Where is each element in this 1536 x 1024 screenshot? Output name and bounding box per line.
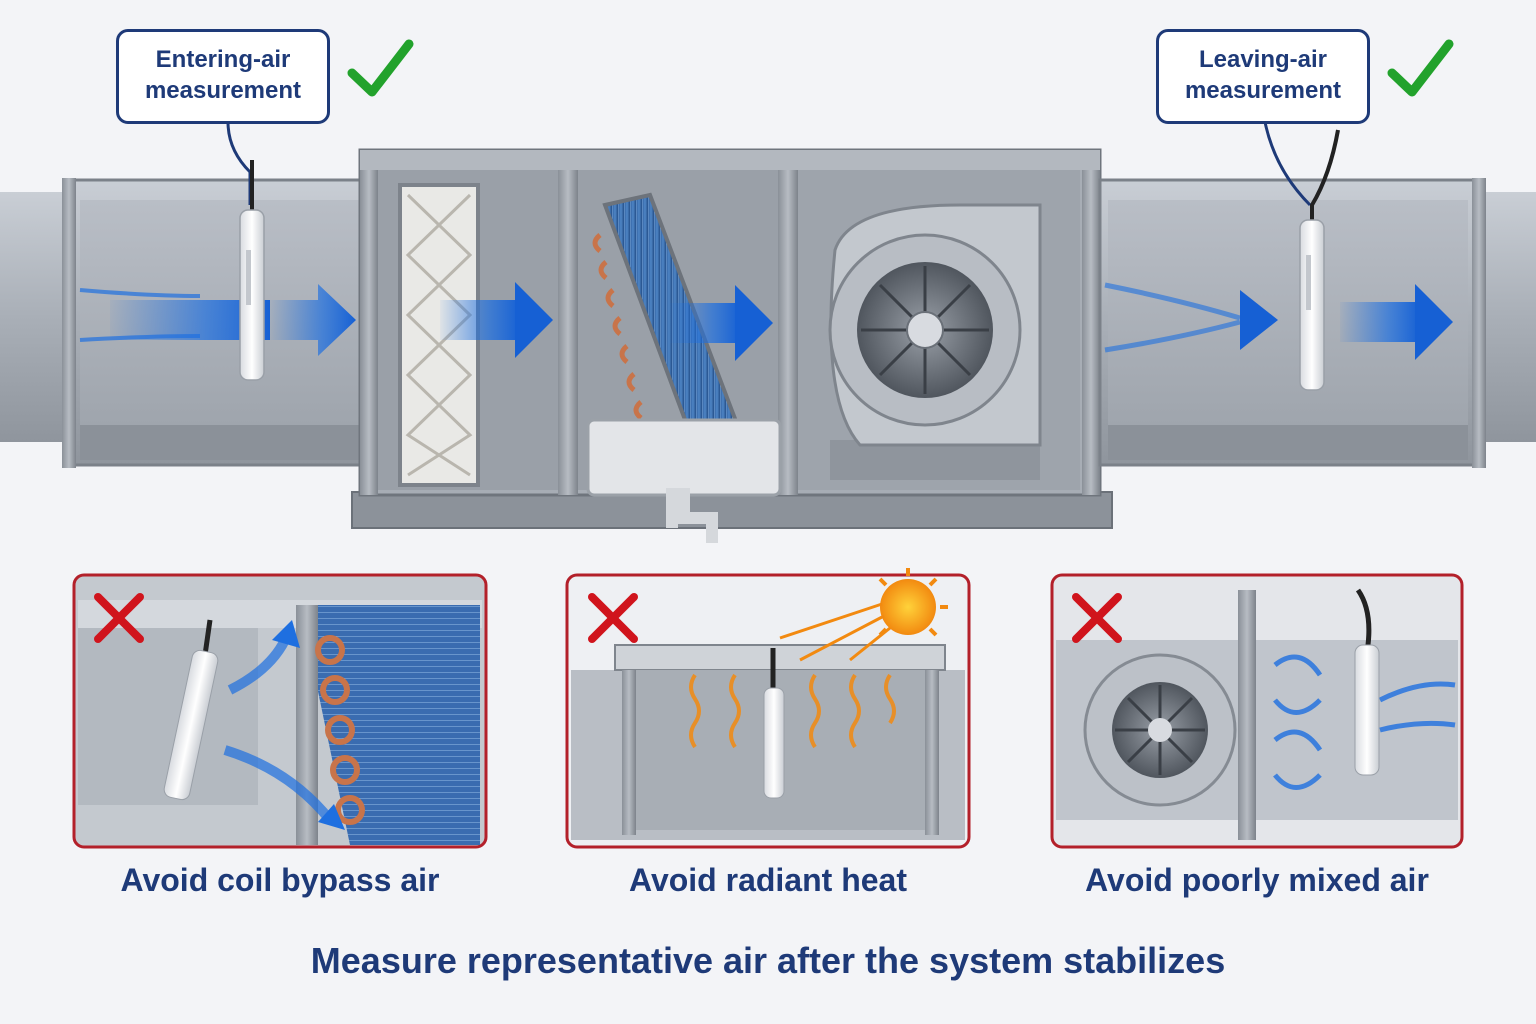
cross-icon [1072,593,1122,643]
sensor-probe-icon [1354,588,1380,776]
footer-title: Measure representative air after the sys… [310,940,1226,981]
caption-radiant-heat: Avoid radiant heat [629,862,907,898]
check-icon [347,39,414,97]
airflow-arrow-icon [670,285,773,361]
heat-wave-icon [689,673,896,749]
sensor-probe-icon [163,619,219,801]
leaving-air-callout-line2: measurement [1184,77,1342,104]
airflow-arrow-icon [1340,284,1453,360]
air-handler-assembly [0,121,1536,543]
entering-air-sensor-probe [226,121,265,381]
blower-fan [828,203,1042,480]
check-icon [1387,39,1454,97]
entering-air-callout-line2: measurement [144,77,302,104]
leaving-air-callout-line1: Leaving-air [1198,46,1328,73]
drain-pan [586,418,782,497]
leaving-air-sensor-probe [1263,121,1340,391]
drain-pipe [666,488,718,543]
airflow-arrow-icon [440,282,553,358]
panel-coil-bypass [72,573,488,849]
panel-radiant-heat [565,568,971,849]
airflow-arrow-icon [1273,654,1456,790]
caption-poorly-mixed-air: Avoid poorly mixed air [1085,862,1429,898]
airflow-arrow-icon [223,620,345,830]
airflow-arrow-icon [1104,282,1278,353]
caption-coil-bypass: Avoid coil bypass air [120,862,440,898]
cross-icon [94,593,144,643]
leaving-air-callout: Leaving-air measurement [1156,29,1370,124]
panel-poorly-mixed-air [1050,573,1464,849]
entering-air-callout-line1: Entering-air [155,46,291,73]
sun-icon [779,568,948,662]
sensor-probe-icon [763,648,785,799]
cross-icon [588,593,638,643]
entering-air-callout: Entering-air measurement [116,29,330,124]
